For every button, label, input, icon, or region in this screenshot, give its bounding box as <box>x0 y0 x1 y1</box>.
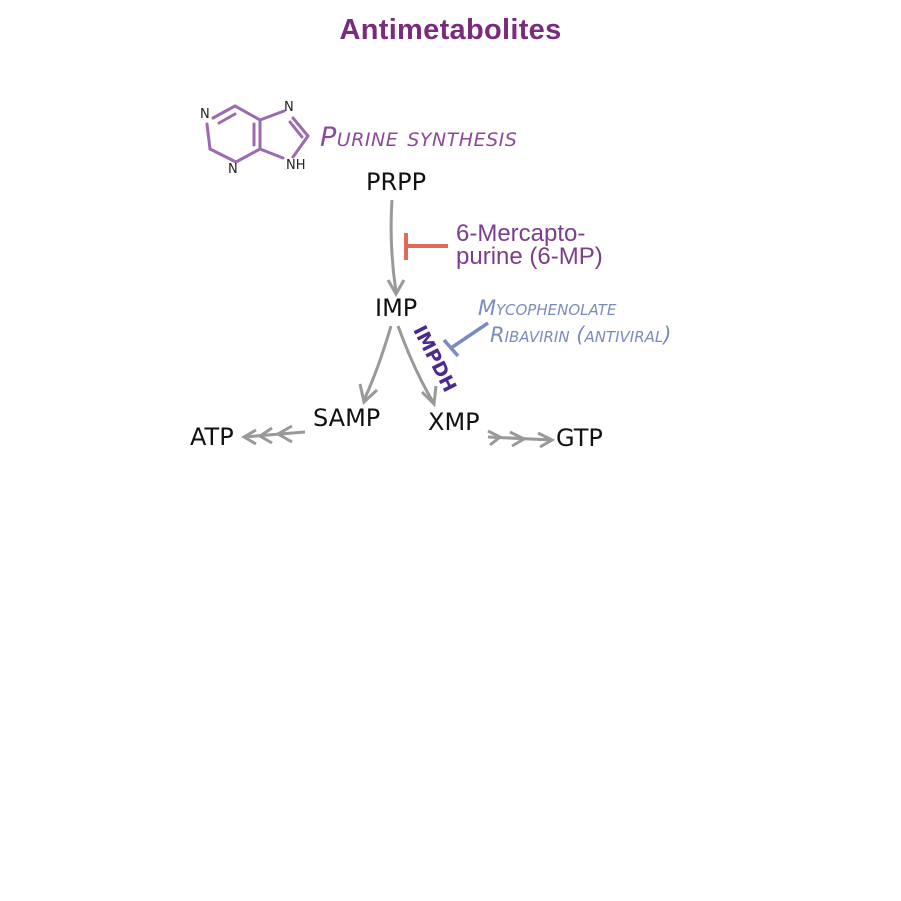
page-title: Antimetabolites <box>339 14 562 46</box>
inhibitor-6mp-line1: 6-Mercapto- <box>456 220 586 247</box>
node-imp: IMP <box>375 294 418 322</box>
node-samp: SAMP <box>313 404 381 432</box>
atom-label: N <box>200 107 210 122</box>
atom-label: N <box>228 162 238 177</box>
purine-structure-icon <box>205 104 310 164</box>
node-atp: ATP <box>190 423 234 451</box>
node-xmp: XMP <box>428 408 480 436</box>
inhibitor-mycophenolate: Mycophenolate <box>478 296 617 320</box>
node-prpp: PRPP <box>366 168 427 196</box>
inhibitor-ribavirin: Ribavirin (antiviral) <box>490 323 672 347</box>
inhibitor-6mp: 6-Mercapto- purine (6-MP) <box>456 220 603 270</box>
diagram-heading: Purine synthesis <box>320 122 518 153</box>
inhibitor-impdh: Mycophenolate Ribavirin (antiviral) <box>478 295 671 349</box>
atom-label: NH <box>286 158 306 173</box>
atom-label: N <box>284 100 294 115</box>
node-gtp: GTP <box>556 424 603 452</box>
inhibitor-6mp-line2: purine (6-MP) <box>456 243 603 270</box>
